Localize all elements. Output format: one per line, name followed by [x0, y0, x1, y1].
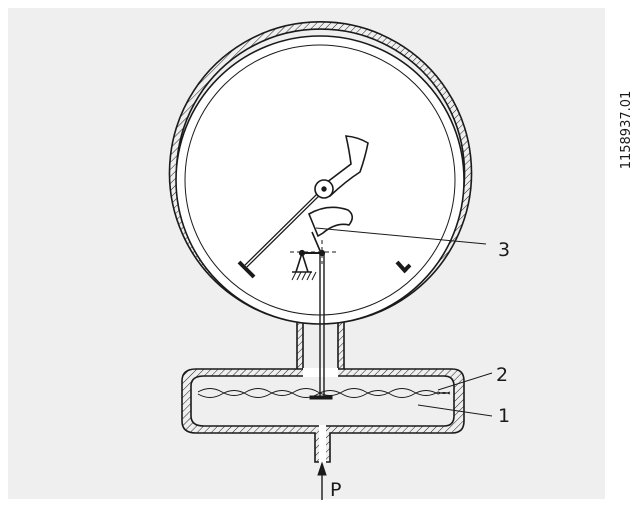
figure-code: 1158937.01	[619, 91, 634, 170]
inlet-bore	[319, 425, 326, 463]
pivot-bracket	[291, 252, 317, 281]
leader-2	[437, 372, 493, 391]
stop-pin-left	[237, 260, 256, 279]
pivot-joint	[298, 249, 306, 257]
pointer-needle-inner	[245, 190, 323, 267]
diaphragm-lower	[197, 390, 451, 398]
label-2: 2	[496, 364, 508, 386]
stop-pin-right-tip	[403, 263, 412, 272]
pointer-tail	[320, 135, 369, 198]
diaphragm-plate	[309, 395, 333, 400]
stop-pin-right	[395, 260, 408, 274]
label-1: 1	[498, 405, 510, 427]
label-3: 3	[498, 239, 510, 261]
pointer-axle	[321, 186, 327, 192]
leader-3	[315, 227, 487, 245]
label-p: P	[330, 479, 341, 501]
leader-1	[417, 404, 493, 417]
pressure-arrow-head	[317, 461, 327, 476]
sector-link	[311, 231, 322, 254]
